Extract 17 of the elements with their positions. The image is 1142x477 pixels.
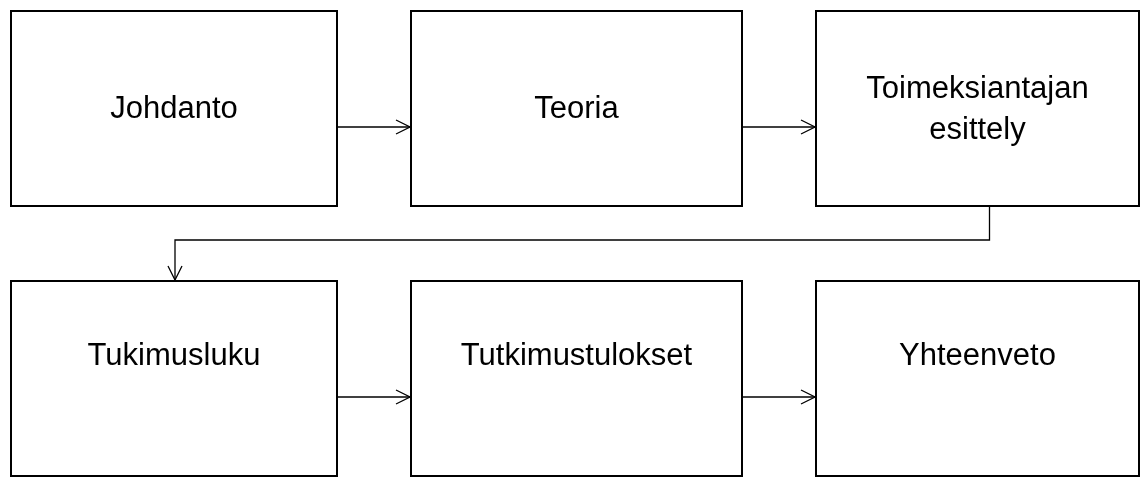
arrow [742, 389, 816, 405]
arrow [337, 119, 411, 135]
process-box [10, 280, 338, 477]
process-box [410, 10, 743, 207]
process-box [815, 280, 1140, 477]
process-box [10, 10, 338, 207]
box-label: Teoria [534, 89, 619, 128]
box-label: Tukimusluku [87, 336, 261, 375]
arrow [337, 389, 411, 405]
box-label: Yhteenveto [899, 336, 1056, 375]
process-box [410, 280, 743, 477]
arrow [167, 206, 991, 281]
arrow [742, 119, 816, 135]
process-box [815, 10, 1140, 207]
box-label: Tutkimustulokset [460, 336, 693, 375]
box-label: Johdanto [110, 89, 238, 128]
box-label: Toimeksiantajan esittely [865, 69, 1090, 148]
